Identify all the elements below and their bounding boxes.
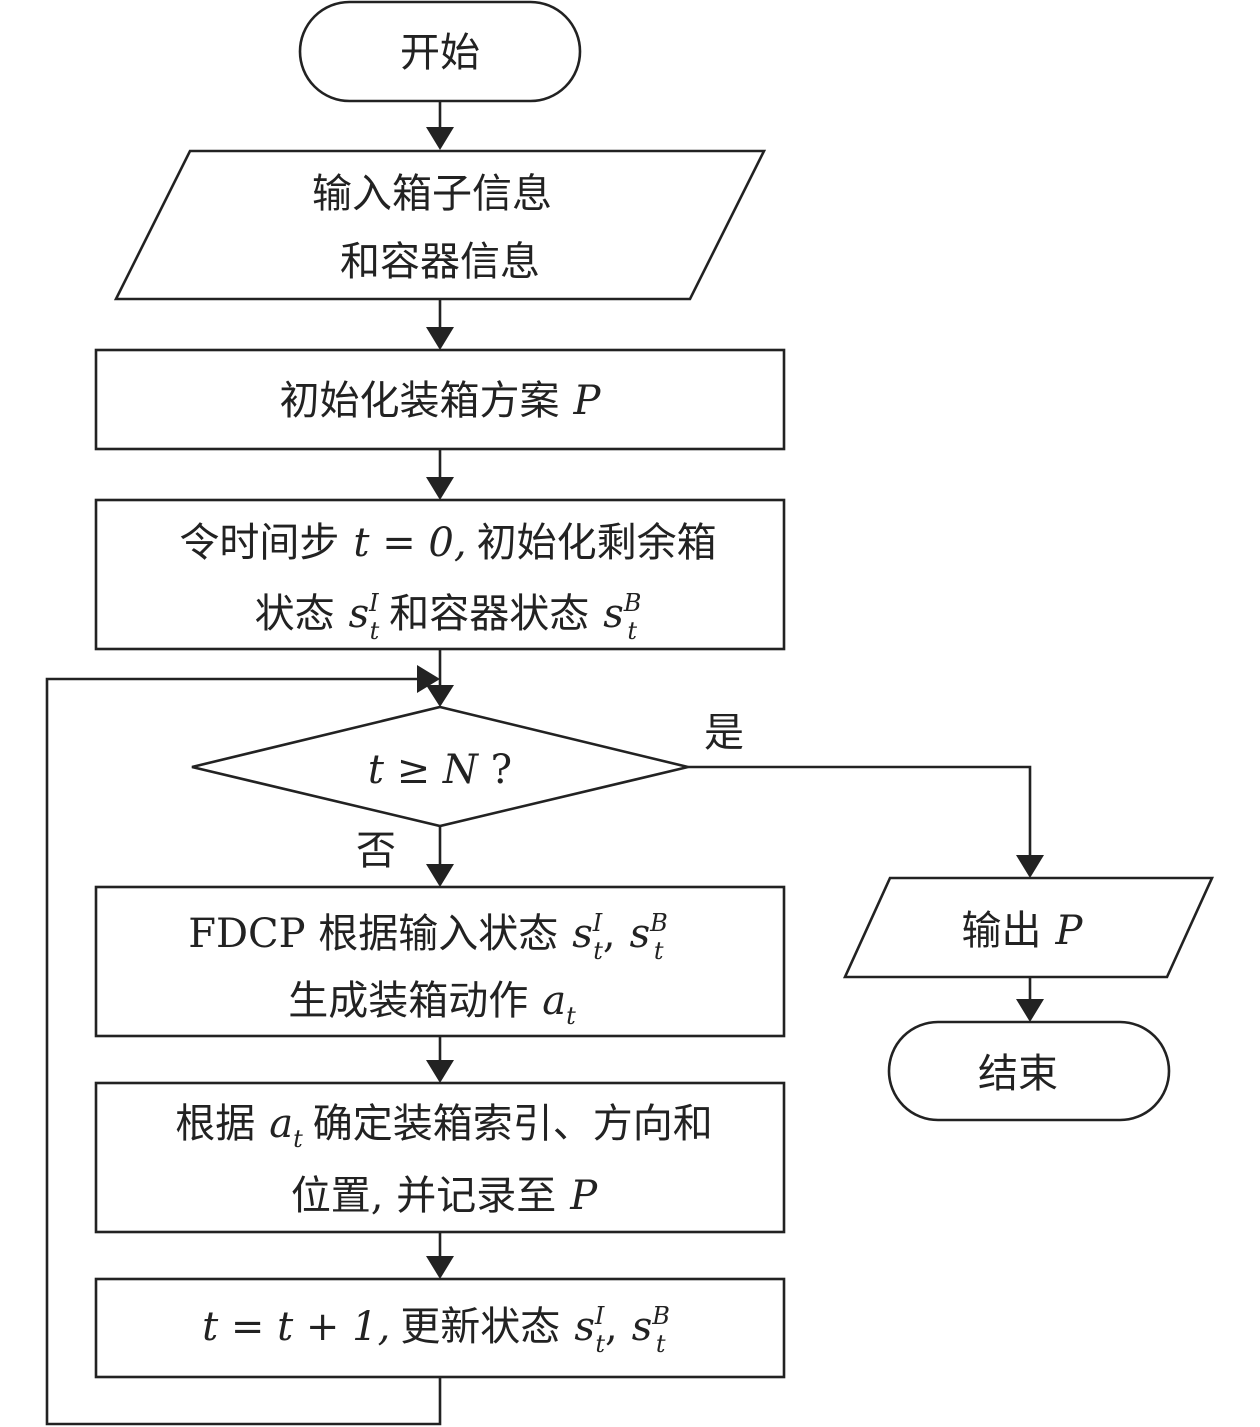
io-shape	[842, 876, 1215, 979]
arrowhead	[426, 327, 454, 350]
input-label-line1: 输入箱子信息	[312, 171, 552, 217]
no-label: 否	[356, 828, 396, 874]
process-shape	[94, 498, 786, 651]
end-node: 结束	[887, 1020, 1171, 1122]
connectors	[45, 101, 1044, 1426]
end-label: 结束	[978, 1051, 1058, 1097]
start-node: 开始	[298, 0, 582, 103]
arrowhead	[426, 477, 454, 500]
decision-node: t ≥ N ?	[191, 705, 689, 828]
arrowhead	[426, 864, 454, 887]
terminator-shape	[887, 1020, 1171, 1122]
arrowhead	[426, 1256, 454, 1279]
input-node: 输入箱子信息 和容器信息	[113, 149, 767, 301]
arrowhead	[426, 685, 454, 707]
decision-label: t ≥ N ?	[368, 747, 512, 793]
decision-shape	[191, 705, 689, 828]
edge-decision-yes	[688, 765, 1032, 855]
io-shape	[113, 149, 767, 301]
arrowhead	[426, 127, 454, 150]
process-shape	[94, 1081, 786, 1234]
process-shape	[94, 348, 786, 451]
process-shape	[94, 885, 786, 1038]
start-label: 开始	[400, 30, 480, 76]
terminator-shape	[298, 0, 582, 103]
process-shape	[94, 1277, 786, 1379]
yes-label: 是	[704, 710, 744, 756]
input-label-line2: 和容器信息	[340, 239, 540, 285]
arrowhead	[1016, 855, 1044, 878]
arrowhead	[426, 1060, 454, 1083]
edge-loop-back	[45, 677, 442, 1426]
arrowhead	[417, 665, 440, 693]
arrowhead	[1016, 999, 1044, 1022]
